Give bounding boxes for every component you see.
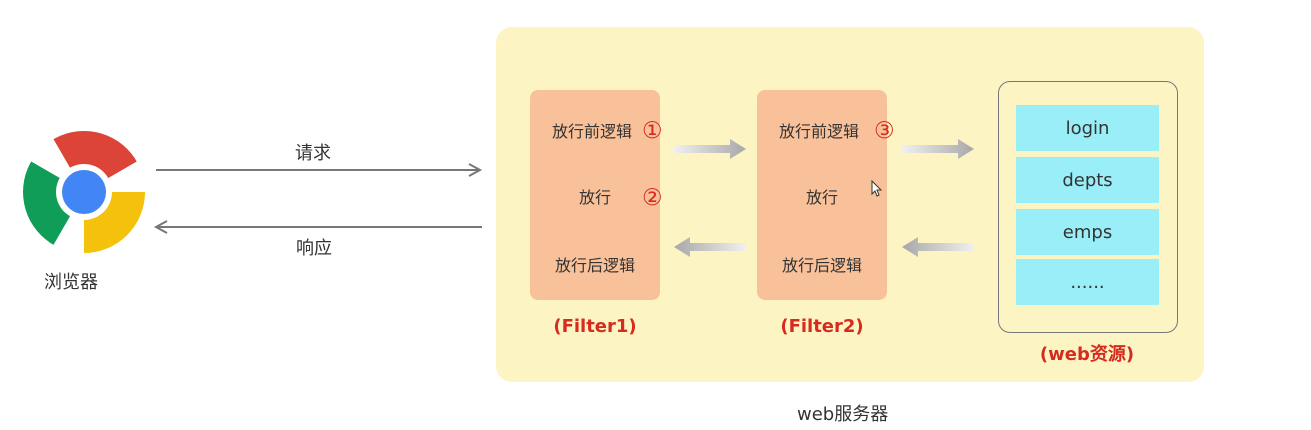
- filter1-name: (Filter1): [553, 316, 637, 337]
- request-response-arrows: [153, 163, 483, 234]
- filter2-name: (Filter2): [780, 316, 864, 337]
- chrome-icon: [22, 130, 146, 254]
- request-label: 请求: [295, 143, 331, 164]
- filter2-pre-logic: 放行前逻辑: [778, 122, 859, 141]
- resource-item: emps: [1016, 209, 1159, 255]
- marker-2: ②: [642, 185, 663, 211]
- filter1-pass: 放行: [578, 188, 611, 207]
- filter1-pre-logic: 放行前逻辑: [551, 122, 632, 141]
- filter1-post-logic: 放行后逻辑: [554, 256, 635, 275]
- marker-1: ①: [642, 118, 663, 144]
- marker-3: ③: [874, 118, 895, 144]
- resource-item: ......: [1016, 259, 1159, 305]
- filter2-box: 放行前逻辑 放行 放行后逻辑 ③: [757, 90, 895, 300]
- resource-item: depts: [1016, 157, 1159, 203]
- cursor-icon: [871, 180, 883, 197]
- browser-label: 浏览器: [44, 272, 98, 293]
- web-resources-box: [998, 81, 1178, 333]
- resource-item: login: [1016, 105, 1159, 151]
- filter1-box: 放行前逻辑 放行 放行后逻辑 ① ②: [530, 90, 663, 300]
- response-label: 响应: [296, 238, 332, 259]
- web-server-label: web服务器: [797, 404, 889, 425]
- flow-arrows: [674, 139, 974, 257]
- filter2-pass: 放行: [805, 188, 838, 207]
- web-resources-name: (web资源): [1039, 344, 1135, 365]
- filter2-post-logic: 放行后逻辑: [781, 256, 862, 275]
